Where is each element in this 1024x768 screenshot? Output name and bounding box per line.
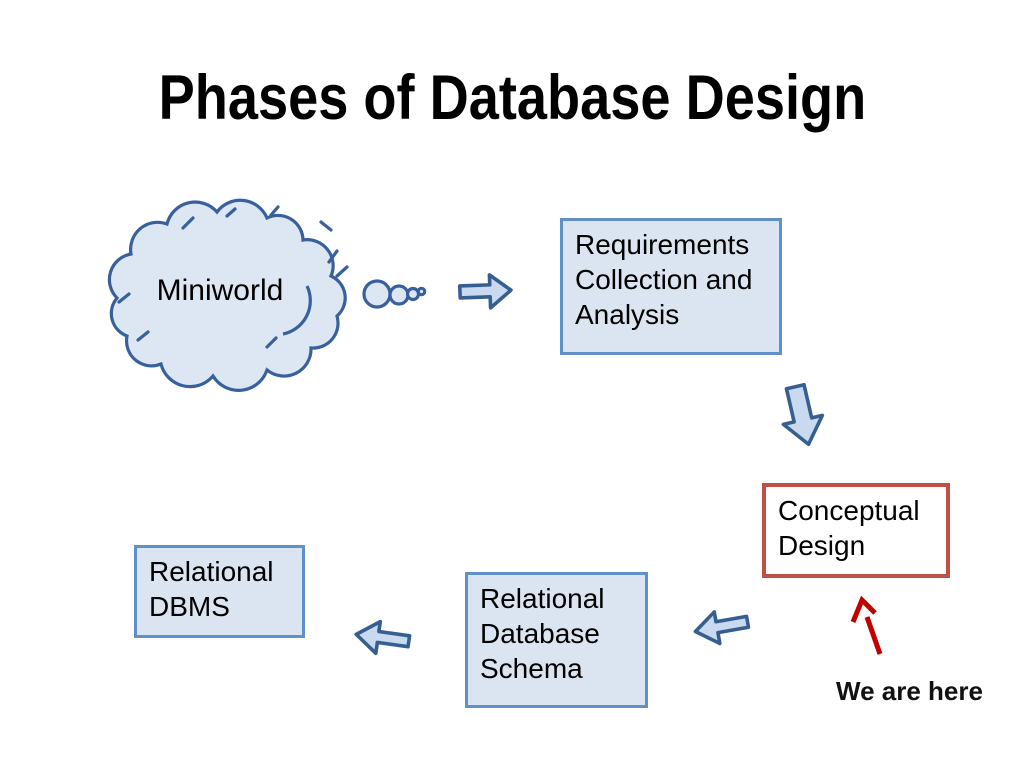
cloud-dashes: [117, 205, 349, 349]
node-conceptual-design: Conceptual Design: [762, 483, 950, 578]
cloud-label: Miniworld: [156, 274, 284, 307]
flow-arrow-left-dbms-icon: [354, 619, 412, 656]
cloud-outline: [107, 198, 347, 392]
node-relational-schema: Relational Database Schema: [465, 572, 648, 708]
node-requirements: Requirements Collection and Analysis: [560, 218, 782, 355]
node-relational-dbms: Relational DBMS: [134, 545, 305, 638]
thought-bubble-small: [405, 286, 421, 302]
cloud-inner-curl: [282, 285, 312, 336]
red-pointer-arrow-icon: [850, 595, 883, 655]
we-are-here-label: We are here: [836, 676, 983, 706]
thought-bubble-large: [362, 279, 392, 309]
flow-arrow-down-icon: [781, 382, 825, 447]
thought-bubble-tiny: [416, 286, 427, 297]
flow-arrow-right-icon: [457, 273, 513, 310]
flow-arrow-left-conceptual-icon: [693, 610, 751, 646]
page-title: Phases of Database Design: [158, 63, 866, 133]
miniworld-cloud-icon: [107, 198, 427, 392]
thought-bubble-medium: [388, 284, 410, 306]
